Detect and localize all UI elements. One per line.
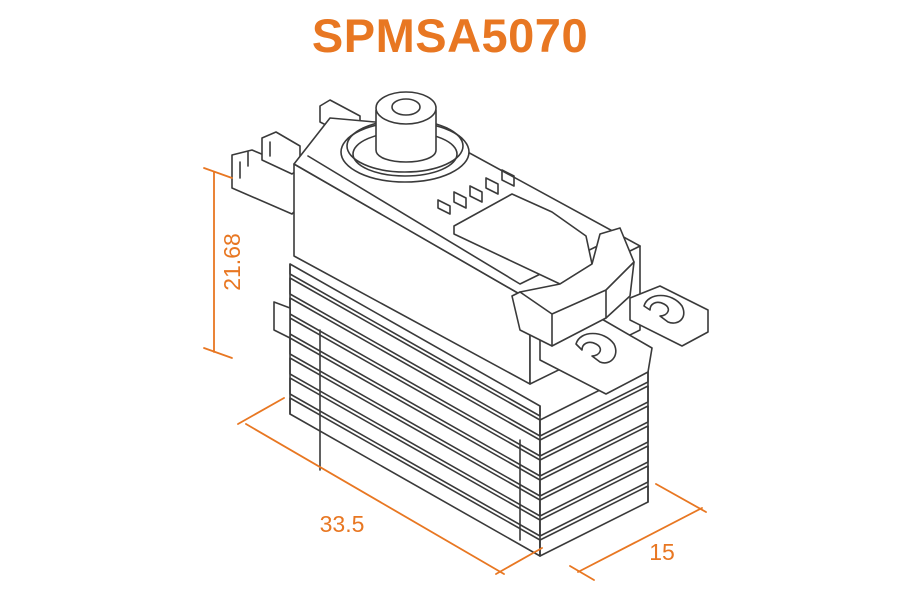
dimension-lines [203,167,707,581]
height-dimension-label: 21.68 [219,233,245,291]
length-tick-right [495,547,543,575]
width-tick-right [655,483,707,513]
length-dimension-label: 33.5 [320,511,365,537]
height-tick-top [203,167,233,179]
width-dimension-label: 15 [649,539,675,565]
width-tick-left [569,565,595,581]
diagram-title: SPMSA5070 [311,9,589,62]
top-features [437,169,635,347]
height-tick-bottom [203,347,233,359]
length-tick-left [237,397,285,425]
heat-sink-fins [273,263,649,557]
width-dimension-line [577,507,703,573]
length-dimension-line [245,423,505,575]
output-shaft [340,91,470,183]
